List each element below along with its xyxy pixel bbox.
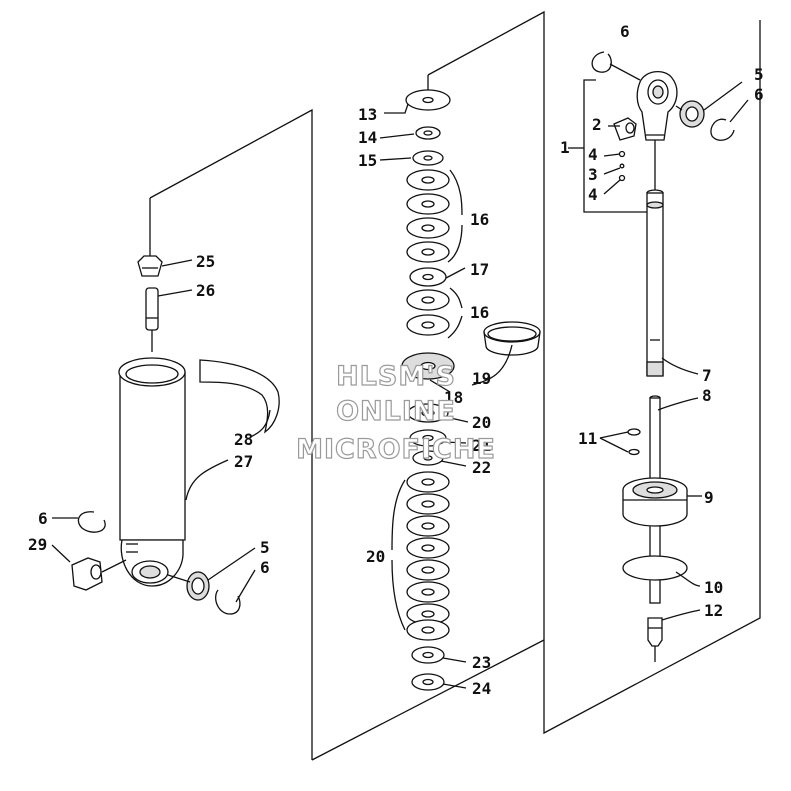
center-leader-lines: [379, 103, 513, 689]
callout-20-lower: 20: [366, 547, 385, 566]
callout-5-right: 5: [754, 65, 764, 84]
callout-12: 12: [704, 601, 723, 620]
callout-26: 26: [196, 281, 215, 300]
callout-7: 7: [702, 366, 712, 385]
callout-23: 23: [472, 653, 491, 672]
callout-13: 13: [358, 105, 377, 124]
right-leader-lines: [568, 81, 749, 621]
watermark-line-2: ONLINE: [336, 396, 456, 427]
callout-16-lower: 16: [470, 303, 489, 322]
callout-6-top: 6: [620, 22, 630, 41]
callout-19: 19: [472, 369, 491, 388]
ring-part-19: [483, 321, 541, 356]
callout-6-right: 6: [754, 85, 764, 104]
left-reservoir-assembly: [71, 198, 280, 615]
watermark-line-1: HLSM'S: [336, 361, 456, 392]
callout-27: 27: [234, 452, 253, 471]
callout-25: 25: [196, 252, 215, 271]
callout-24: 24: [472, 679, 491, 698]
callout-4-upper: 4: [588, 145, 598, 164]
callout-1: 1: [560, 138, 570, 157]
callout-18: 18: [444, 388, 463, 407]
callout-numbers: 1 2 4 3 4 6 5 6 7 8 9 10 11 12 13 14 15 …: [28, 22, 764, 698]
callout-11: 11: [578, 429, 597, 448]
callout-16-upper: 16: [470, 210, 489, 229]
callout-5-left: 5: [260, 538, 270, 557]
callout-4-lower: 4: [588, 185, 598, 204]
callout-17: 17: [470, 260, 489, 279]
callout-15: 15: [358, 151, 377, 170]
callout-22: 22: [472, 458, 491, 477]
callout-3: 3: [588, 165, 598, 184]
callout-10: 10: [704, 578, 723, 597]
panel-outlines: [149, 10, 761, 761]
watermark: HLSM'S ONLINE MICROFICHE: [295, 360, 496, 465]
right-shaft-assembly: [583, 51, 735, 662]
callout-6-bottom: 6: [260, 558, 270, 577]
callout-8: 8: [702, 386, 712, 405]
callout-14: 14: [358, 128, 377, 147]
callout-28: 28: [234, 430, 253, 449]
callout-2: 2: [592, 115, 602, 134]
callout-6-left: 6: [38, 509, 48, 528]
center-washer-stack: [401, 75, 455, 691]
left-leader-lines: [51, 259, 271, 603]
watermark-line-3: MICROFICHE: [296, 434, 496, 465]
callout-9: 9: [704, 488, 714, 507]
callout-29: 29: [28, 535, 47, 554]
callout-20-upper: 20: [472, 413, 491, 432]
callout-21: 21: [472, 436, 491, 455]
